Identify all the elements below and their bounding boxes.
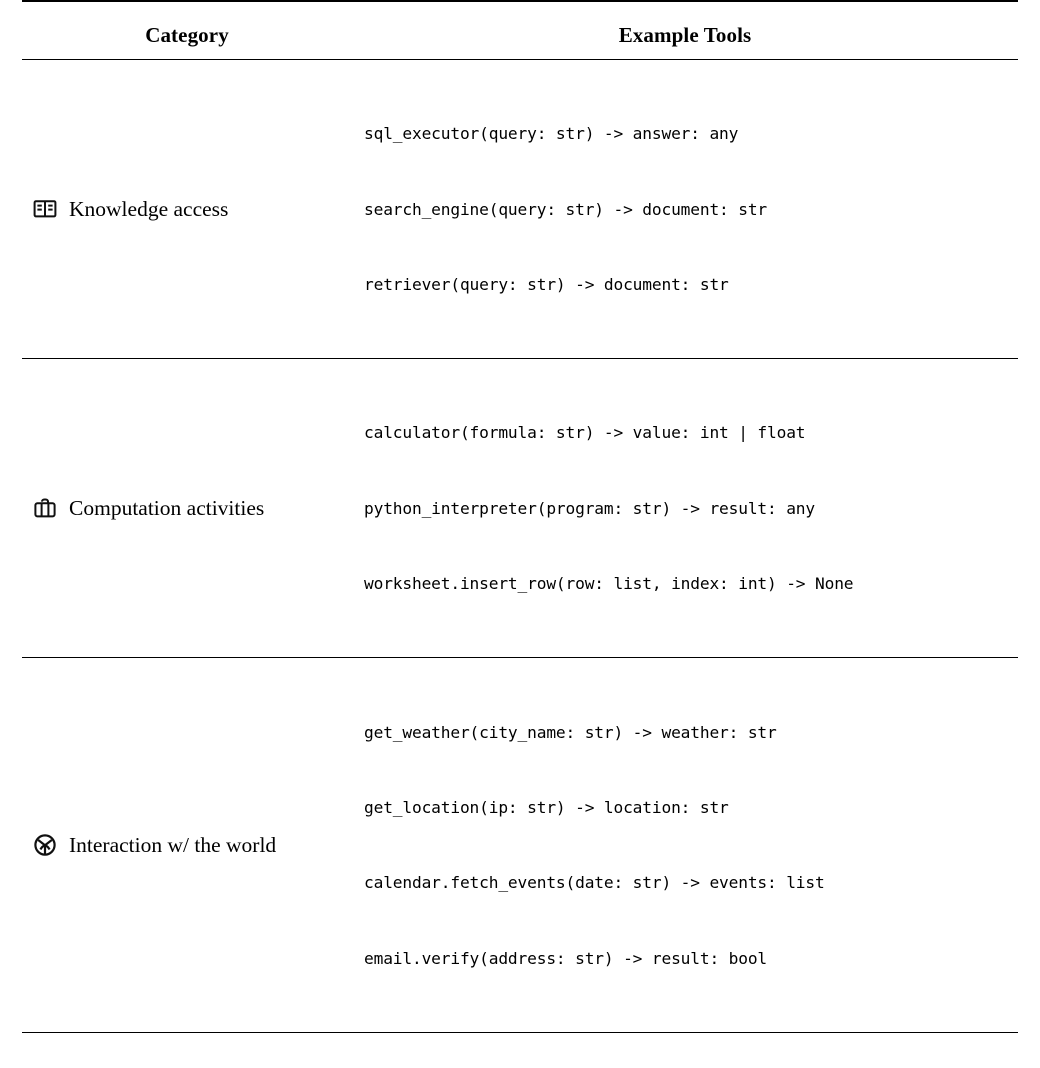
tools-table-figure: Category Example Tools (0, 0, 1040, 534)
category-label: Knowledge access (69, 197, 228, 222)
example-tools-cell: sql_executor(query: str) -> answer: any … (352, 60, 1018, 359)
column-header-example-tools: Example Tools (352, 14, 1018, 60)
category-cell: Computation activities (22, 359, 352, 658)
globe-icon (32, 832, 58, 858)
header-row: Category Example Tools (22, 14, 1018, 60)
tool-signature: sql_executor(query: str) -> answer: any (364, 121, 1018, 146)
example-tools-cell: calculator(formula: str) -> value: int |… (352, 359, 1018, 658)
tool-signature: calculator(formula: str) -> value: int |… (364, 420, 1018, 445)
tool-signature: email.verify(address: str) -> result: bo… (364, 946, 1018, 971)
tool-signature: retriever(query: str) -> document: str (364, 272, 1018, 297)
table-row: Interaction w/ the world get_weather(cit… (22, 658, 1018, 1033)
tool-signature: search_engine(query: str) -> document: s… (364, 197, 1018, 222)
tool-signature-list: calculator(formula: str) -> value: int |… (364, 370, 1018, 646)
tool-signature: get_weather(city_name: str) -> weather: … (364, 720, 1018, 745)
category-cell: Interaction w/ the world (22, 658, 352, 1033)
open-book-icon (32, 196, 58, 222)
category-cell: Knowledge access (22, 60, 352, 359)
tool-signature: get_location(ip: str) -> location: str (364, 795, 1018, 820)
category-label: Interaction w/ the world (69, 833, 276, 858)
tool-signature-list: sql_executor(query: str) -> answer: any … (364, 71, 1018, 347)
table-row: Knowledge access sql_executor(query: str… (22, 60, 1018, 359)
example-tools-cell: get_weather(city_name: str) -> weather: … (352, 658, 1018, 1033)
table-header: Category Example Tools (22, 14, 1018, 60)
tool-signature: calendar.fetch_events(date: str) -> even… (364, 870, 1018, 895)
tool-signature-list: cat_image.delete(image_id: str) -> None … (364, 1044, 1018, 1068)
table-row: Computation activities calculator(formul… (22, 359, 1018, 658)
tools-table: Category Example Tools (22, 14, 1018, 1068)
column-header-category: Category (22, 14, 352, 60)
category-label: Computation activities (69, 496, 264, 521)
tool-signature: python_interpreter(program: str) -> resu… (364, 496, 1018, 521)
category-cell: Non-textual modalities (22, 1032, 352, 1068)
table-row: Non-textual modalities cat_image.delete(… (22, 1032, 1018, 1068)
briefcase-icon (32, 495, 58, 521)
tool-signature: worksheet.insert_row(row: list, index: i… (364, 571, 1018, 596)
table-body: Knowledge access sql_executor(query: str… (22, 60, 1018, 1068)
example-tools-cell: cat_image.delete(image_id: str) -> None … (352, 1032, 1018, 1068)
tool-signature-list: get_weather(city_name: str) -> weather: … (364, 669, 1018, 1021)
table-top-rule (22, 0, 1018, 2)
